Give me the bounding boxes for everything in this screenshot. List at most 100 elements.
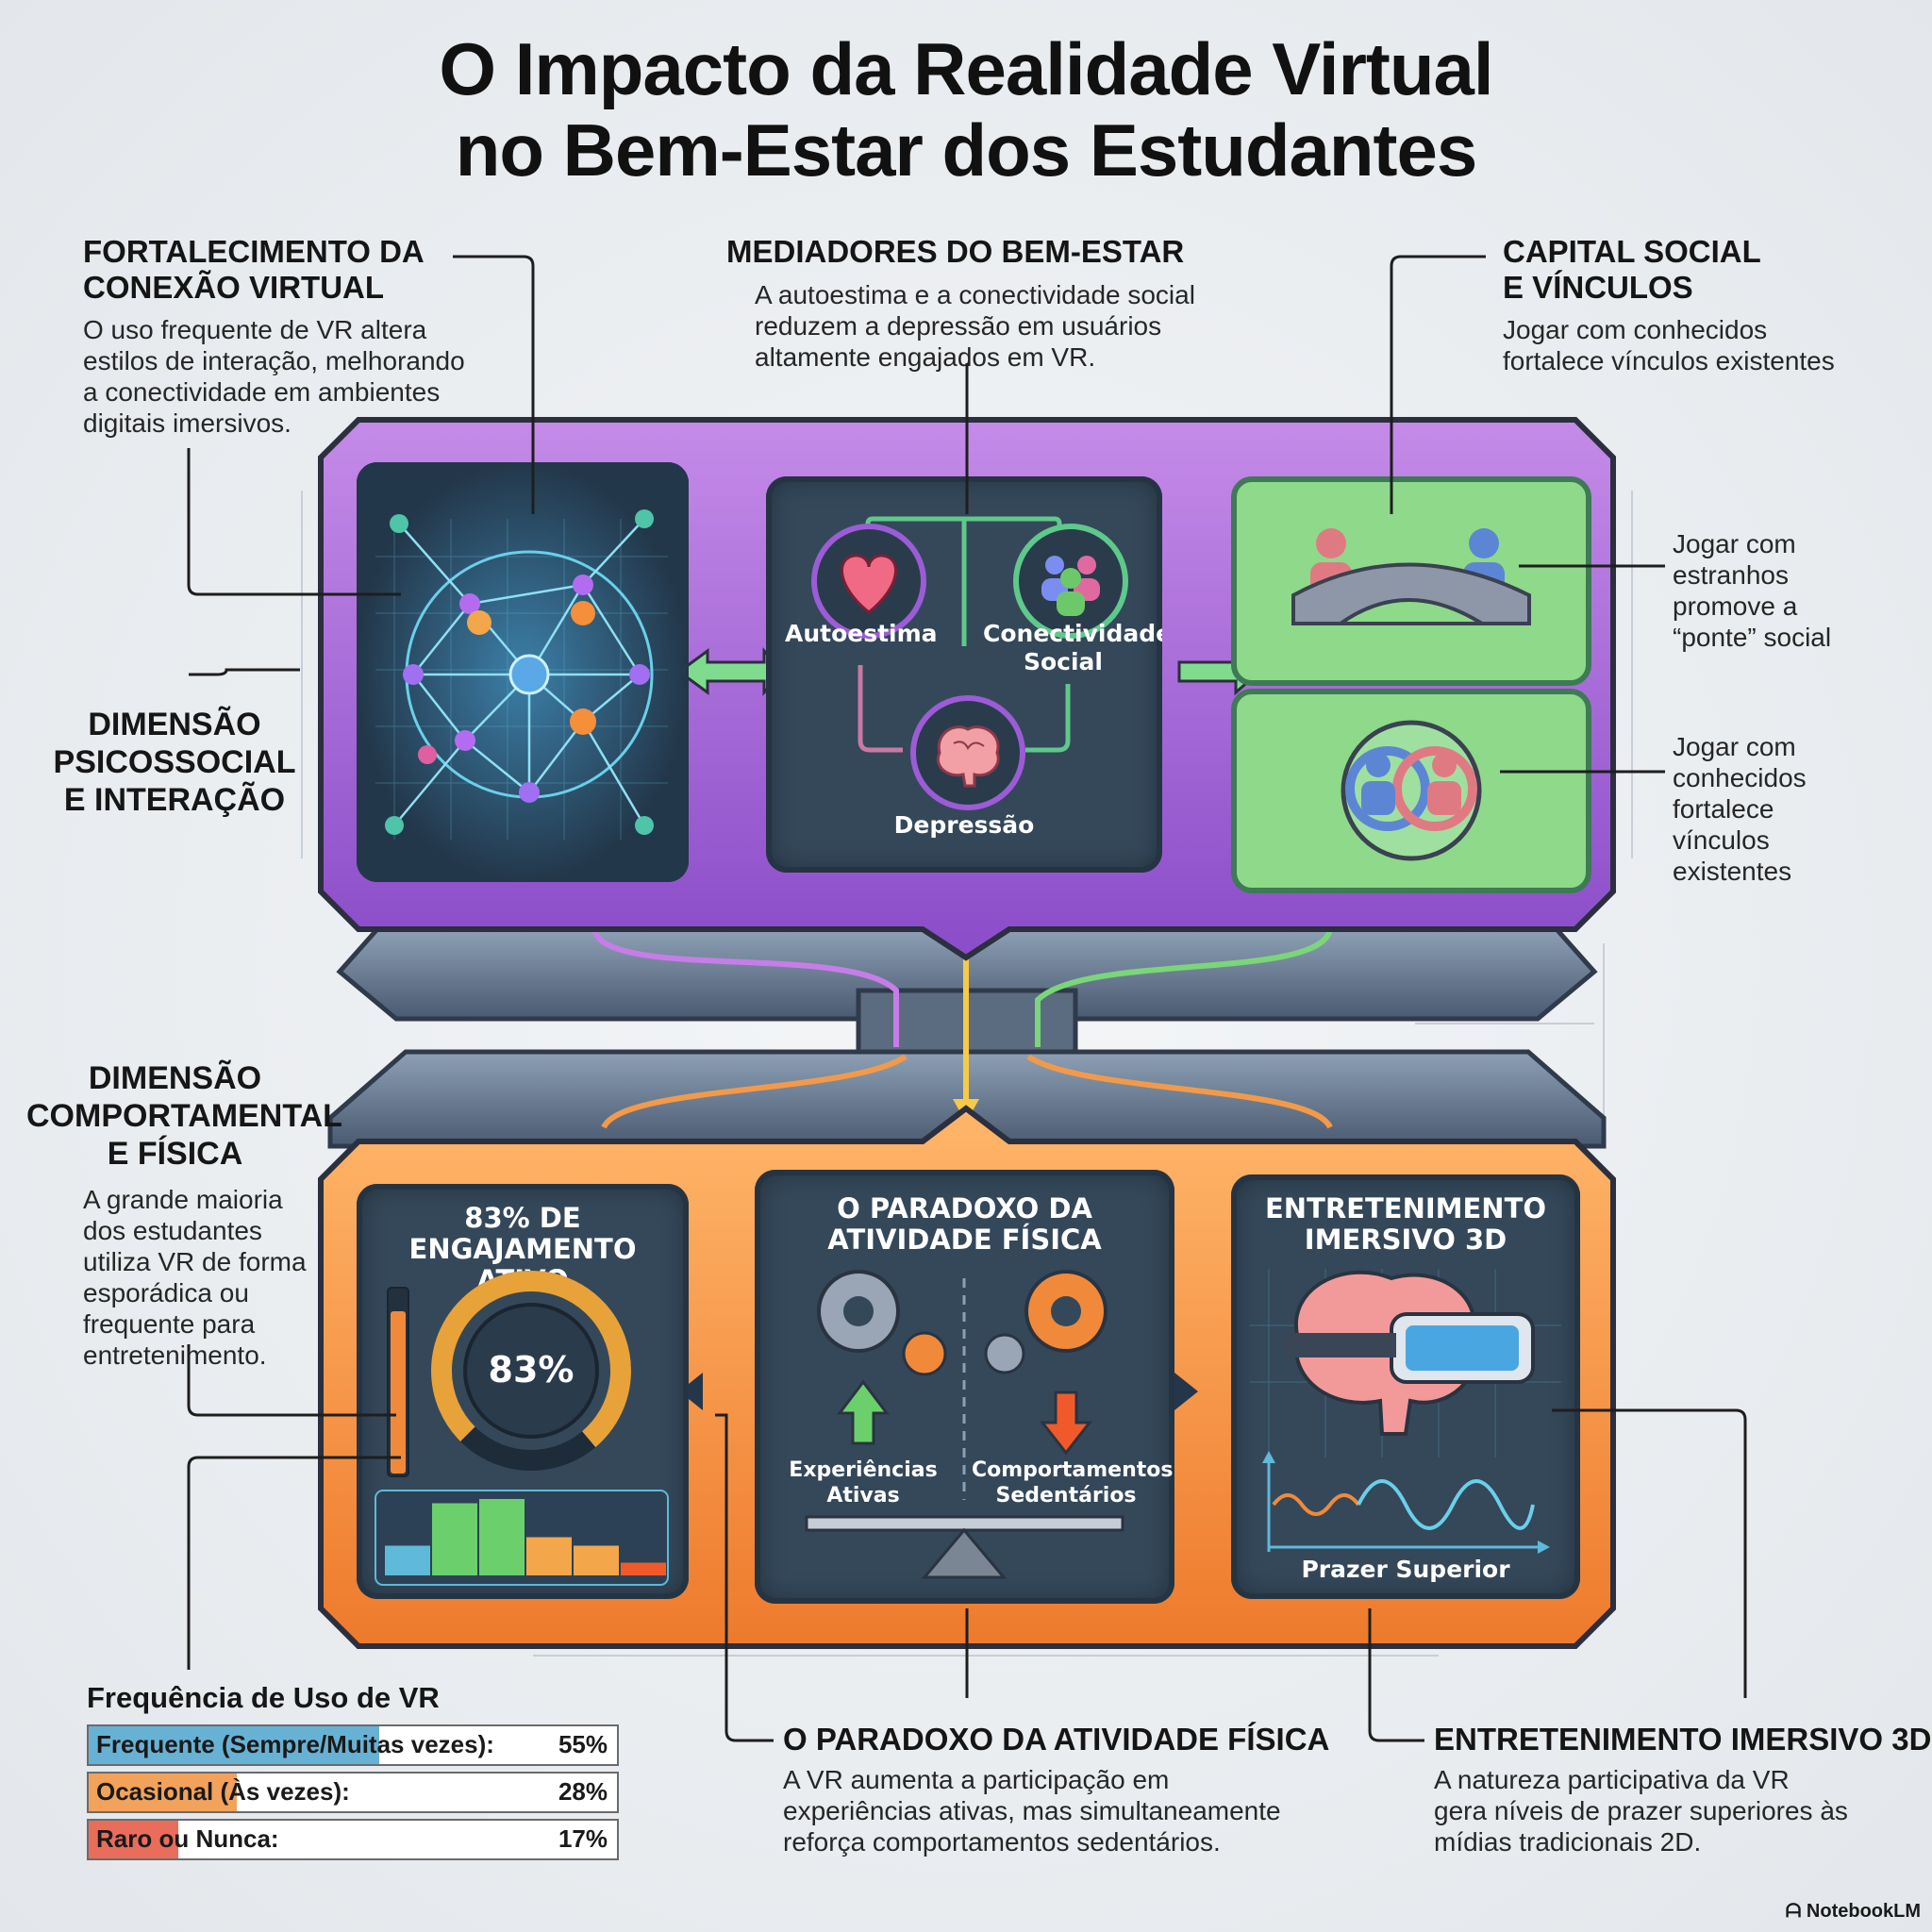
behavioral-body-1: A grande maioria: [83, 1185, 283, 1214]
sedentary-behaviors-line1: Comportamentos: [972, 1458, 1174, 1482]
paradox-screen: O PARADOXO DA ATIVIDADE FÍSICA Experiênc…: [755, 1170, 1174, 1604]
heart-icon: [841, 554, 897, 614]
behavioral-body: A grande maioria dos estudantes utiliza …: [83, 1184, 307, 1371]
social-capital-body-2: fortalece vínculos existentes: [1503, 346, 1835, 375]
linked-people-icon: [1341, 720, 1482, 861]
entertainment-screen: ENTRETENIMENTO IMERSIVO 3D Prazer Superi…: [1231, 1174, 1580, 1599]
paradox-body-2: experiências ativas, mas simultaneamente: [783, 1796, 1281, 1825]
virtual-connection-heading: FORTALECIMENTO DA CONEXÃO VIRTUAL: [83, 234, 425, 306]
entertainment-heading: ENTRETENIMENTO IMERSIVO 3D: [1434, 1722, 1932, 1757]
entertainment-body: A natureza participativa da VR gera níve…: [1434, 1764, 1848, 1857]
acquaintances-callout-5: existentes: [1673, 857, 1792, 886]
connectivity-label-line2: Social: [1023, 648, 1103, 675]
engagement-bar: [479, 1499, 525, 1575]
entertainment-diagram: [1250, 1269, 1561, 1554]
gear-icon-right: [984, 1270, 1108, 1374]
frequency-fill-rare: [89, 1821, 179, 1858]
entertainment-body-2: gera níveis de prazer superiores às: [1434, 1796, 1848, 1825]
entertainment-body-3: mídias tradicionais 2D.: [1434, 1827, 1702, 1857]
entertainment-title-line1: ENTRETENIMENTO: [1264, 1192, 1547, 1224]
frequency-value-rare: 17%: [558, 1824, 608, 1853]
entertainment-title-line2: IMERSIVO 3D: [1304, 1224, 1507, 1256]
mediators-body-2: reduzem a depressão em usuários: [755, 311, 1162, 341]
frequency-fill-occasional: [89, 1774, 237, 1811]
engagement-screen: 83% DE ENGAJAMENTO ATIVO 83%: [357, 1184, 689, 1599]
title-line-1: O Impacto da Realidade Virtual: [439, 27, 1493, 110]
gear-icon-left: [817, 1270, 947, 1376]
paradox-heading: O PARADOXO DA ATIVIDADE FÍSICA: [783, 1722, 1330, 1757]
behavioral-body-5: frequente para: [83, 1309, 256, 1339]
title-line-2: no Bem-Estar dos Estudantes: [455, 108, 1478, 192]
engagement-bar: [432, 1503, 477, 1575]
pleasure-caption: Prazer Superior: [1301, 1556, 1510, 1583]
engagement-bar: [574, 1545, 619, 1575]
frequency-label-occasional: Ocasional (Às vezes):: [96, 1777, 350, 1806]
mediators-body: A autoestima e a conectividade social re…: [755, 279, 1195, 373]
frequency-row-frequent: Frequente (Sempre/Muitas vezes): 55%: [87, 1724, 619, 1766]
behavioral-body-4: esporádica ou: [83, 1278, 249, 1307]
paradox-title-line2: ATIVIDADE FÍSICA: [827, 1224, 1102, 1256]
mediators-screen: Autoestima Conectividade Social Depressã…: [766, 476, 1162, 873]
social-capital-heading: CAPITAL SOCIAL E VÍNCULOS: [1503, 234, 1761, 306]
bridge-icon: [1291, 528, 1531, 625]
network-screen: [357, 462, 689, 882]
acquaintances-callout-1: Jogar com: [1673, 732, 1796, 761]
brain-icon: [936, 725, 1000, 788]
watermark-text: NotebookLM: [1806, 1901, 1921, 1922]
behavioral-body-6: entretenimento.: [83, 1341, 267, 1370]
virtual-connection-heading-line1: FORTALECIMENTO DA: [83, 234, 425, 269]
strangers-callout-3: promove a: [1673, 591, 1798, 621]
behavioral-line1: DIMENSÃO: [88, 1060, 262, 1096]
social-capital-body-1: Jogar com conhecidos: [1503, 315, 1768, 344]
behavioral-body-2: dos estudantes: [83, 1216, 262, 1245]
frequency-fill-frequent: [89, 1726, 379, 1764]
mediators-heading: MEDIADORES DO BEM-ESTAR: [726, 234, 1185, 269]
virtual-connection-body-2: estilos de interação, melhorando: [83, 346, 465, 375]
acquaintances-callout-4: vínculos: [1673, 825, 1770, 855]
network-graph-icon: [357, 462, 689, 882]
frequency-row-occasional: Ocasional (Às vezes): 28%: [87, 1772, 619, 1813]
frequency-value-frequent: 55%: [558, 1730, 608, 1758]
engagement-bar: [385, 1545, 430, 1575]
connectivity-label-line1: Conectividade: [983, 620, 1162, 647]
active-experiences-line1: Experiências: [789, 1458, 938, 1482]
strangers-callout-4: “ponte” social: [1673, 623, 1832, 652]
paradox-body-1: A VR aumenta a participação em: [783, 1765, 1170, 1794]
behavioral-dimension-label: DIMENSÃO COMPORTAMENTAL E FÍSICA: [26, 1059, 342, 1173]
virtual-connection-body-4: digitais imersivos.: [83, 408, 291, 438]
psychosocial-dimension-label: DIMENSÃO PSICOSSOCIAL E INTERAÇÃO: [52, 706, 297, 819]
behavioral-body-3: utiliza VR de forma: [83, 1247, 307, 1276]
engagement-title-line1: 83% DE ENGAJAMENTO: [408, 1202, 637, 1265]
paradox-diagram: [805, 1270, 1124, 1579]
strangers-callout-1: Jogar com: [1673, 529, 1796, 558]
virtual-connection-heading-line2: CONEXÃO VIRTUAL: [83, 270, 385, 305]
paradox-body-3: reforça comportamentos sedentários.: [783, 1827, 1221, 1857]
self-esteem-node: [811, 524, 926, 639]
frequency-heading: Frequência de Uso de VR: [87, 1681, 440, 1714]
acquaintances-callout: Jogar com conhecidos fortalece vínculos …: [1673, 731, 1807, 887]
people-group-icon: [1041, 556, 1100, 616]
social-capital-body: Jogar com conhecidos fortalece vínculos …: [1503, 314, 1835, 376]
virtual-connection-body: O uso frequente de VR altera estilos de …: [83, 314, 465, 439]
frequency-value-occasional: 28%: [558, 1777, 608, 1806]
engagement-bar: [621, 1562, 666, 1575]
engagement-bar: [526, 1537, 572, 1575]
paradox-body: A VR aumenta a participação em experiênc…: [783, 1764, 1281, 1857]
paradox-title-line1: O PARADOXO DA: [837, 1192, 1092, 1224]
strangers-screen: [1231, 476, 1591, 686]
vr-headset-icon: [1283, 1312, 1535, 1384]
acquaintances-callout-3: fortalece: [1673, 794, 1774, 824]
sedentary-behaviors-label: Comportamentos Sedentários: [972, 1457, 1174, 1508]
depression-label: Depressão: [893, 811, 1035, 839]
watermark: ᗩ NotebookLM: [1786, 1901, 1921, 1923]
gauge-icon: [375, 1271, 669, 1586]
behavioral-line3: E FÍSICA: [107, 1136, 243, 1172]
self-esteem-label: Autoestima: [785, 620, 938, 647]
gauge-value: 83%: [488, 1349, 575, 1391]
frequency-label-rare: Raro ou Nunca:: [96, 1824, 279, 1853]
depression-node: [910, 695, 1025, 810]
page-title: O Impacto da Realidade Virtual no Bem-Es…: [0, 28, 1932, 191]
social-capital-heading-line2: E VÍNCULOS: [1503, 270, 1693, 305]
mediators-body-1: A autoestima e a conectividade social: [755, 280, 1195, 309]
acquaintances-screen: [1231, 689, 1591, 893]
